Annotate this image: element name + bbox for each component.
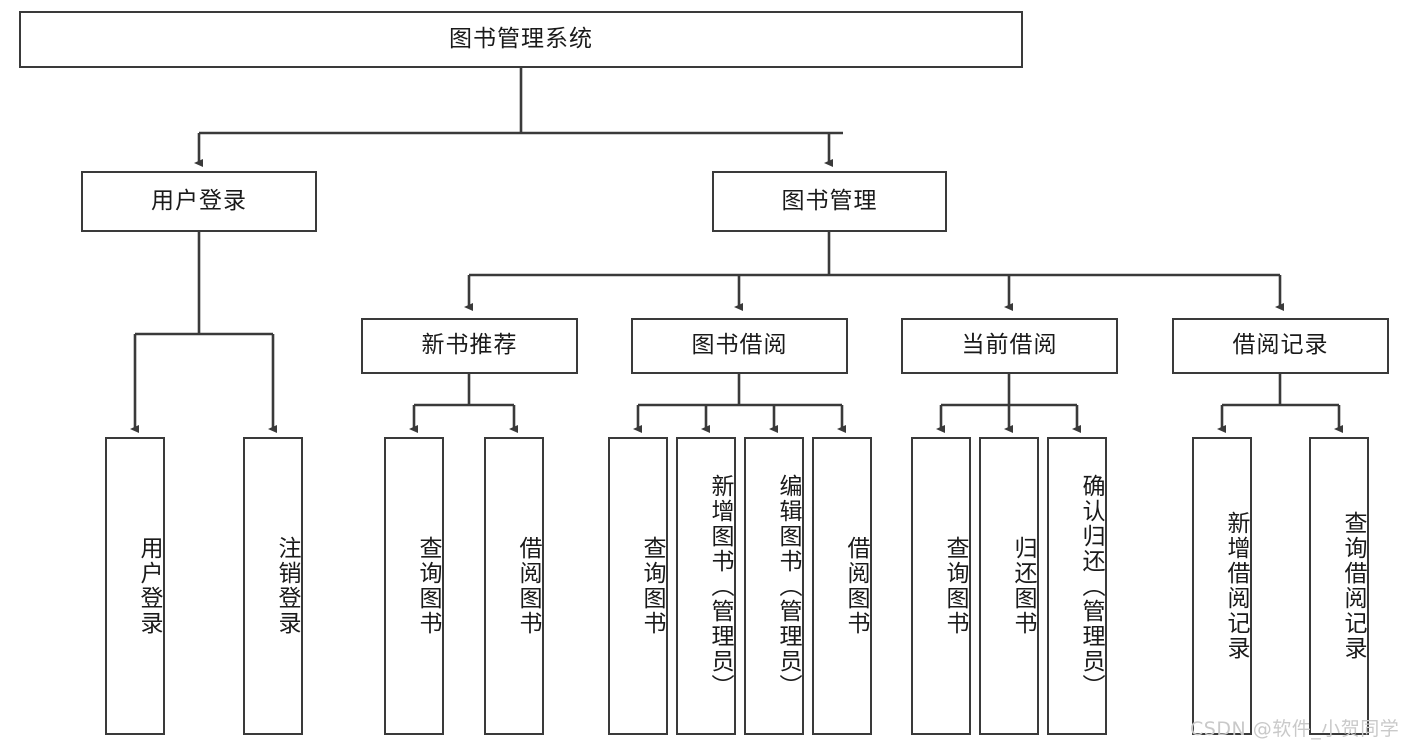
leaf-record-add-label: 新增借阅记录 (1223, 511, 1249, 661)
leaf-current-return-book: 归还图书 (979, 437, 1039, 735)
leaf-current-return-book-label: 归还图书 (1010, 536, 1036, 636)
node-borrow-record-label: 借阅记录 (1232, 332, 1329, 359)
leaf-record-add: 新增借阅记录 (1192, 437, 1252, 735)
leaf-borrow-edit-book: 编辑图书（管理员） (744, 437, 804, 735)
node-new-book-recommend-label: 新书推荐 (421, 332, 518, 359)
leaf-borrow-add-book: 新增图书（管理员） (676, 437, 736, 735)
leaf-current-query-book: 查询图书 (911, 437, 971, 735)
leaf-current-confirm-return: 确认归还（管理员） (1047, 437, 1107, 735)
leaf-user-login-signout-label: 注销登录 (274, 536, 300, 636)
node-current-borrow-label: 当前借阅 (961, 332, 1058, 359)
node-new-book-recommend: 新书推荐 (361, 318, 578, 374)
leaf-borrow-borrow-book-label: 借阅图书 (843, 536, 869, 636)
leaf-new-book-query-label: 查询图书 (415, 536, 441, 636)
csdn-watermark: CSDN @软件_小贺同学 (1190, 718, 1400, 740)
leaf-borrow-edit-book-label: 编辑图书（管理员） (775, 473, 801, 699)
leaf-borrow-query-book-label: 查询图书 (639, 536, 665, 636)
node-root-label: 图书管理系统 (449, 25, 593, 52)
node-book-management: 图书管理 (712, 171, 947, 232)
leaf-borrow-query-book: 查询图书 (608, 437, 668, 735)
leaf-user-login-signin: 用户登录 (105, 437, 165, 735)
node-root: 图书管理系统 (19, 11, 1023, 68)
node-book-management-label: 图书管理 (781, 187, 878, 214)
leaf-current-query-book-label: 查询图书 (942, 536, 968, 636)
leaf-borrow-add-book-label: 新增图书（管理员） (707, 473, 733, 699)
leaf-record-query: 查询借阅记录 (1309, 437, 1369, 735)
node-user-login-label: 用户登录 (151, 187, 247, 214)
leaf-new-book-query: 查询图书 (384, 437, 444, 735)
leaf-new-book-borrow: 借阅图书 (484, 437, 544, 735)
node-book-borrow: 图书借阅 (631, 318, 848, 374)
leaf-record-query-label: 查询借阅记录 (1340, 511, 1366, 661)
leaf-borrow-borrow-book: 借阅图书 (812, 437, 872, 735)
leaf-current-confirm-return-label: 确认归还（管理员） (1078, 473, 1104, 699)
leaf-user-login-signin-label: 用户登录 (136, 536, 162, 636)
leaf-user-login-signout: 注销登录 (243, 437, 303, 735)
node-book-borrow-label: 图书借阅 (691, 332, 788, 359)
node-borrow-record: 借阅记录 (1172, 318, 1389, 374)
node-user-login: 用户登录 (81, 171, 317, 232)
node-current-borrow: 当前借阅 (901, 318, 1118, 374)
leaf-new-book-borrow-label: 借阅图书 (515, 536, 541, 636)
